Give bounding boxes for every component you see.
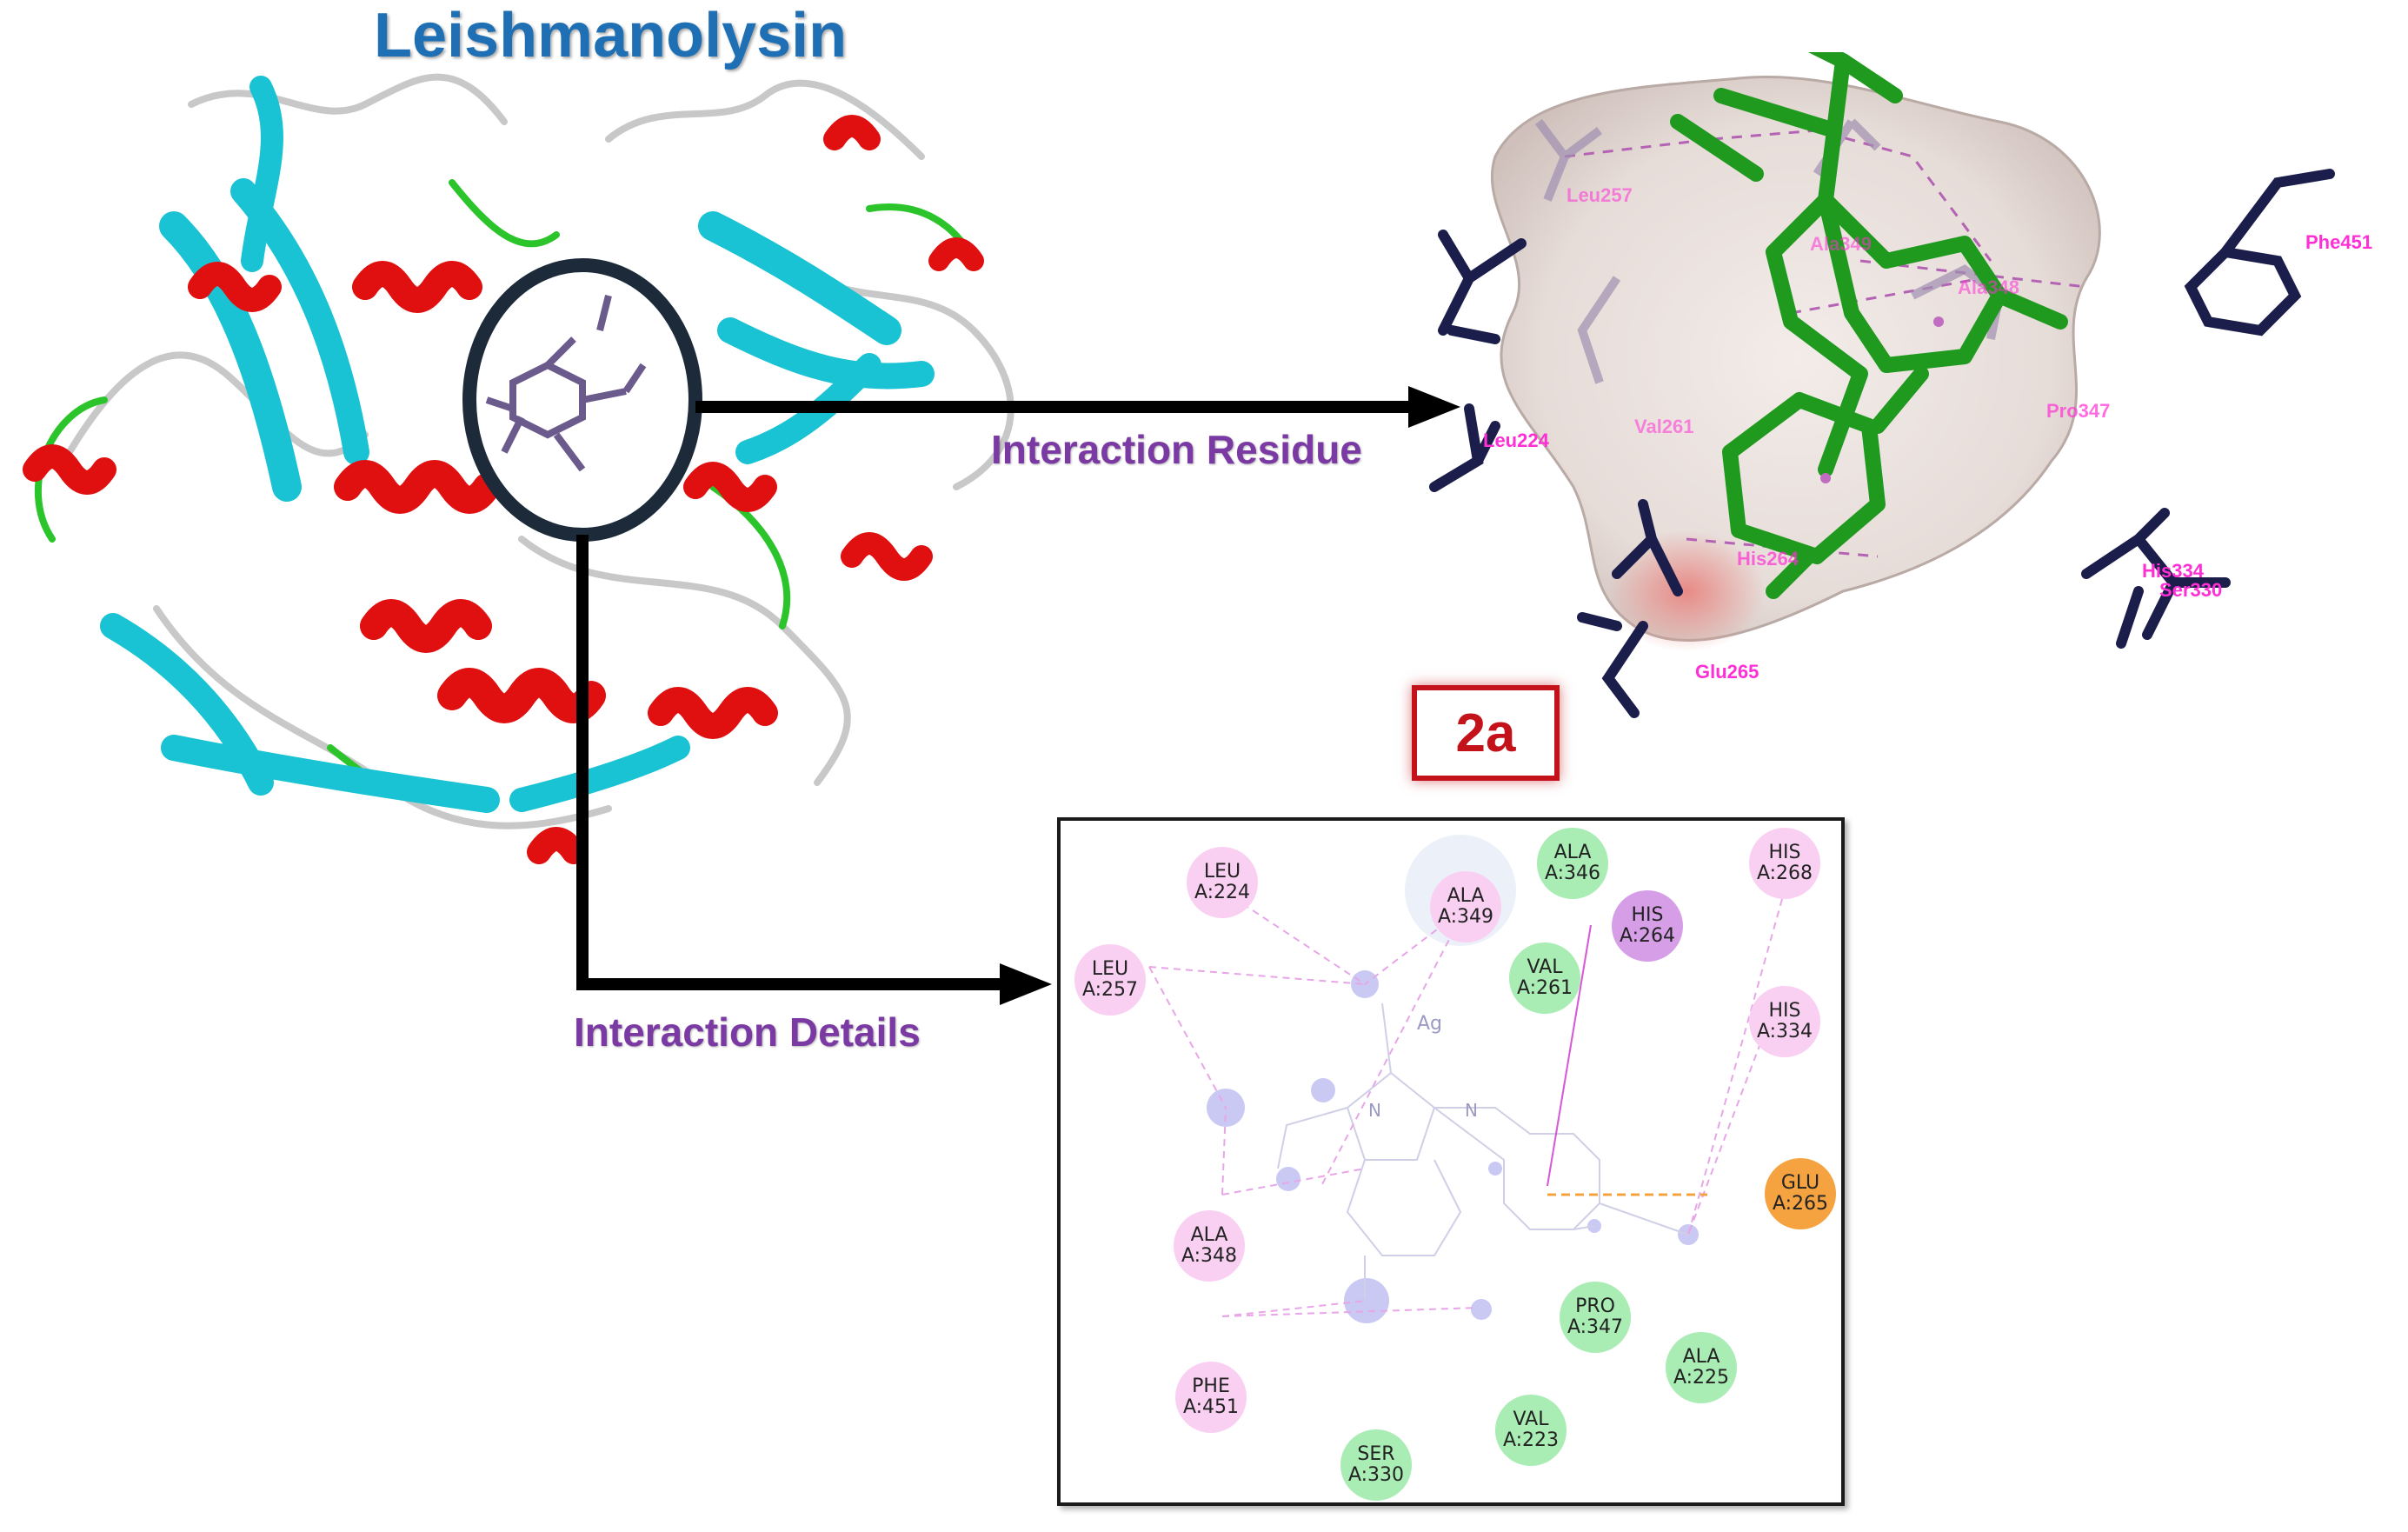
interaction-details-label: Interaction Details (574, 1009, 921, 1056)
pocket-label-val261: Val261 (1634, 416, 1694, 438)
pocket-label-his264: His264 (1737, 548, 1799, 570)
pocket-label-pro347: Pro347 (2046, 400, 2110, 423)
ligand-atom-metal: Ag (1417, 1013, 1442, 1035)
pocket-label-ala348: Ala348 (1958, 276, 2019, 299)
ligand-atom-n2: N (1465, 1100, 1478, 1121)
pocket-label-ser330: Ser330 (2159, 579, 2222, 602)
panel-badge-2a: 2a (1412, 685, 1560, 781)
binding-pocket-view (1426, 52, 2399, 765)
ligand-atom-n1: N (1368, 1100, 1381, 1121)
interaction-residue-label: Interaction Residue (991, 426, 1362, 473)
pocket-label-leu224: Leu224 (1483, 430, 1549, 452)
pocket-label-ala349: Ala349 (1810, 233, 1872, 256)
pocket-label-leu257: Leu257 (1567, 184, 1633, 207)
pocket-label-glu265: Glu265 (1695, 661, 1759, 683)
pocket-label-phe451: Phe451 (2305, 231, 2372, 254)
